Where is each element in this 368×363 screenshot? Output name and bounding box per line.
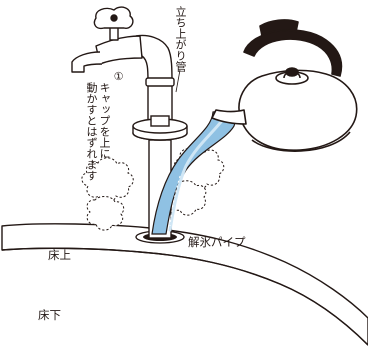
standpipe-leader bbox=[175, 69, 181, 93]
kettle-icon bbox=[211, 19, 358, 152]
standpipe-label: 立ち上がり管 bbox=[174, 6, 187, 72]
antifreeze-pipe-label: 解氷パイプ bbox=[188, 235, 246, 249]
below-floor-label: 床下 bbox=[38, 308, 61, 322]
faucet-icon bbox=[71, 6, 175, 87]
floor-slab bbox=[1, 223, 368, 346]
step-number-label: ① bbox=[112, 70, 125, 83]
above-floor-label: 床上 bbox=[48, 248, 71, 262]
pipe-cap bbox=[132, 115, 188, 141]
water-stream bbox=[151, 111, 236, 235]
step-instruction-line1: キャップを上に bbox=[98, 82, 111, 159]
step-instruction-line2: 動かすとはずれます bbox=[85, 82, 98, 181]
